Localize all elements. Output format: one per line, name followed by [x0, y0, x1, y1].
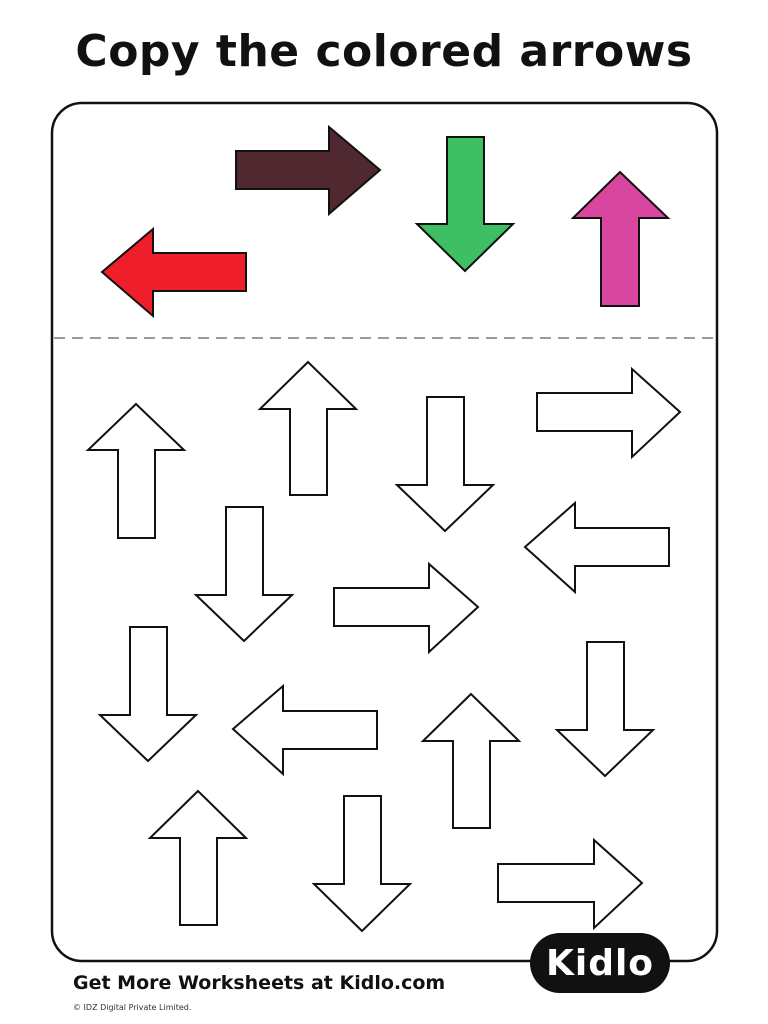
magenta-up-arrow — [570, 170, 671, 307]
kidlo-logo-text: Kidlo — [545, 942, 655, 984]
blank-left-arrow — [231, 683, 378, 777]
brown-right-arrow — [235, 124, 382, 217]
blank-down-arrow — [193, 506, 295, 643]
green-down-arrow — [414, 136, 516, 273]
blank-right-arrow — [497, 837, 644, 931]
red-left-arrow — [100, 226, 247, 319]
blank-right-arrow — [333, 561, 480, 655]
blank-up-arrow — [85, 402, 187, 539]
blank-right-arrow — [536, 366, 682, 460]
blank-down-arrow — [97, 626, 199, 763]
blank-up-arrow — [147, 789, 249, 926]
blank-left-arrow — [523, 500, 670, 595]
kidlo-logo: Kidlo — [530, 933, 670, 993]
blank-down-arrow — [311, 795, 413, 933]
blank-down-arrow — [554, 641, 656, 778]
footer-link-text: Get More Worksheets at Kidlo.com — [73, 972, 446, 994]
worksheet-frame — [50, 101, 719, 963]
copyright-text: © IDZ Digital Private Limited. — [73, 1003, 192, 1012]
blank-up-arrow — [420, 692, 522, 829]
blank-down-arrow — [394, 396, 496, 533]
worksheet-title: Copy the colored arrows — [75, 26, 693, 77]
blank-up-arrow — [257, 360, 359, 496]
